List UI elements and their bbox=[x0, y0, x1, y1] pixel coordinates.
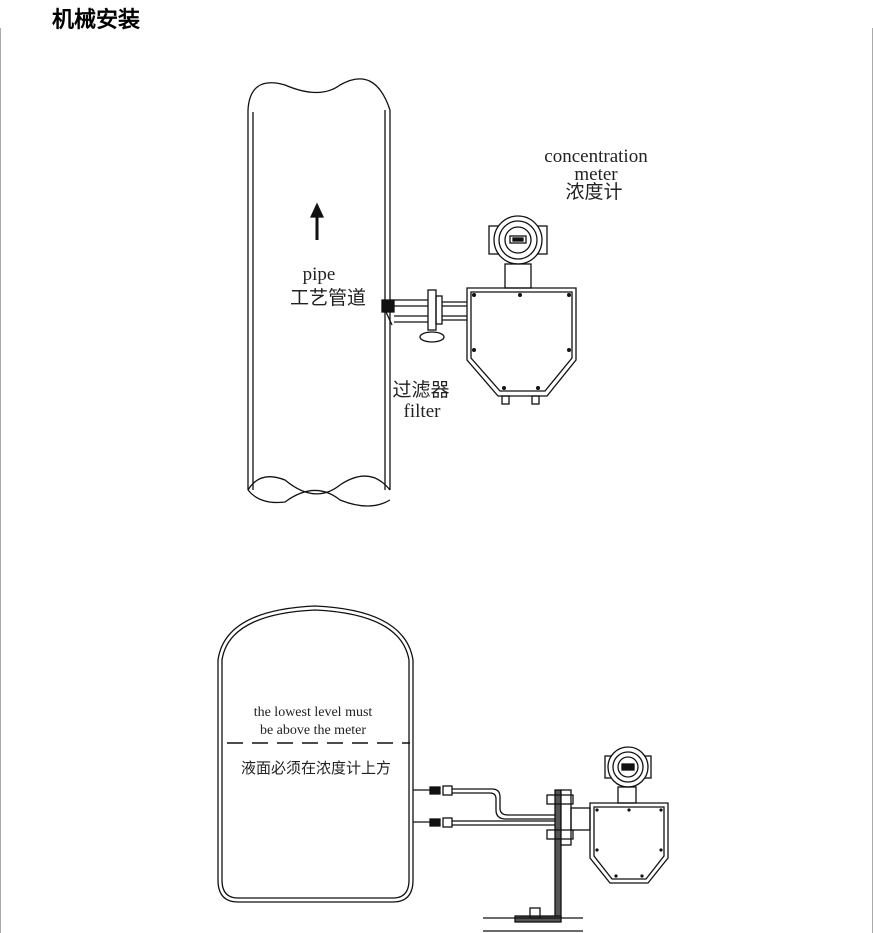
filter bbox=[381, 289, 467, 343]
tank bbox=[217, 605, 414, 903]
frame-left bbox=[0, 28, 1, 933]
meter-label-en-1: concentration bbox=[544, 146, 648, 167]
pipe-label-en: pipe bbox=[303, 264, 336, 285]
connection-pipes bbox=[413, 785, 555, 828]
filter-label-cn: 过滤器 bbox=[392, 379, 449, 401]
concentration-meter-1 bbox=[466, 215, 577, 405]
meter-label-en-2: meter bbox=[574, 164, 618, 185]
note-cn: 液面必须在浓度计上方 bbox=[241, 760, 391, 777]
process-pipe bbox=[247, 78, 391, 507]
pipe-label-cn: 工艺管道 bbox=[290, 287, 366, 309]
concentration-meter-2 bbox=[589, 746, 669, 884]
filter-label-en: filter bbox=[404, 401, 442, 422]
note-en-1: the lowest level must bbox=[254, 705, 373, 720]
note-en-2: be above the meter bbox=[260, 723, 366, 738]
mounting-bracket bbox=[483, 789, 591, 932]
page-title: 机械安装 bbox=[52, 8, 141, 33]
flow-arrow-icon bbox=[309, 202, 325, 240]
meter-label-cn: 浓度计 bbox=[565, 181, 622, 203]
